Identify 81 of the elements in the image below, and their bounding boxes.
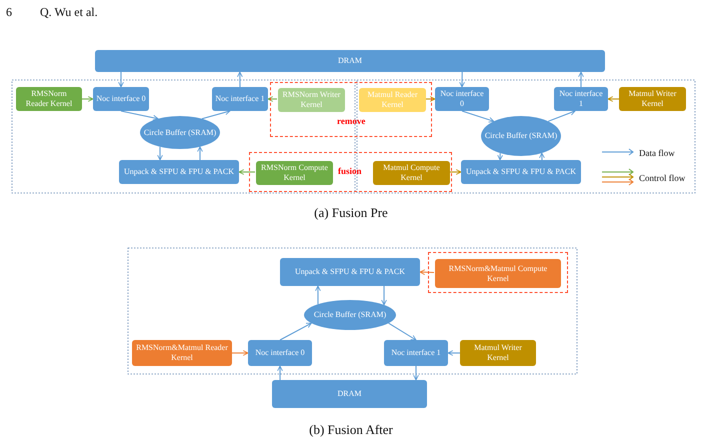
node-label: Unpack & SFPU & FPU & PACK <box>295 267 405 277</box>
page-number: 6 <box>6 5 12 20</box>
node-label: DRAM <box>338 56 362 66</box>
running-header: Q. Wu et al. <box>40 5 98 20</box>
node-label: DRAM <box>337 389 362 399</box>
arrow <box>388 322 416 340</box>
process-box <box>278 88 345 112</box>
node-label: RMSNorm&Matmul Compute Kernel <box>448 264 548 284</box>
arrow <box>420 269 434 275</box>
node-label: Unpack & SFPU & FPU & PACK <box>124 167 234 177</box>
figure-caption: (b) Fusion After <box>309 422 393 438</box>
process-box <box>359 88 426 112</box>
node-label: Unpack & SFPU & FPU & PACK <box>466 167 576 177</box>
node-label: RMSNorm&Matmul Reader Kernel <box>135 343 229 363</box>
arrow <box>82 96 94 102</box>
arrow <box>118 72 124 88</box>
process-box <box>280 258 420 286</box>
process-box <box>93 87 149 111</box>
process-box <box>95 50 605 72</box>
dashed-group-box <box>428 252 568 293</box>
node-label: Noc interface 1 <box>391 348 441 358</box>
node-label: Circle Buffer (SRAM) <box>314 310 386 320</box>
dashed-group-box <box>249 152 452 192</box>
node-label: Matmul Writer Kernel <box>628 89 678 109</box>
process-box <box>619 87 686 111</box>
arrow <box>315 286 321 305</box>
buffer-ellipse <box>304 300 396 330</box>
process-box <box>212 87 268 111</box>
process-box <box>16 87 82 111</box>
process-box <box>384 340 448 366</box>
node-label: RMSNorm Writer Kernel <box>282 90 342 110</box>
node-label: RMSNorm Compute Kernel <box>260 163 329 183</box>
arrow <box>277 366 283 380</box>
node-label: Matmul Writer Kernel <box>473 343 523 363</box>
node-label: Noc interface 0 <box>255 348 305 358</box>
arrow <box>539 152 545 160</box>
arrow <box>232 350 248 356</box>
node-label: Matmul Compute Kernel <box>382 163 441 183</box>
node-label: RMSNorm Reader Kernel <box>24 89 74 109</box>
arrow <box>608 96 620 102</box>
arrow <box>448 350 460 356</box>
arrow <box>578 72 584 88</box>
arrow <box>238 169 256 175</box>
process-box <box>461 160 581 184</box>
node-label: Noc interface 1 <box>215 94 265 104</box>
arrow <box>448 169 462 175</box>
process-box <box>256 161 333 185</box>
process-box <box>435 259 561 288</box>
arrow <box>268 96 278 102</box>
dashed-group-box <box>270 82 432 137</box>
process-box <box>554 87 608 111</box>
process-box <box>248 340 312 366</box>
arrow <box>381 286 387 306</box>
arrow <box>120 110 158 120</box>
legend-label: Data flow <box>639 148 675 158</box>
arrow <box>280 322 312 340</box>
node-label: Circle Buffer (SRAM) <box>144 128 216 138</box>
arrow <box>548 110 576 122</box>
arrow <box>237 72 243 88</box>
group-label: remove <box>337 116 366 126</box>
process-box <box>373 161 450 185</box>
process-box <box>272 380 427 408</box>
arrow <box>424 96 436 102</box>
figure-caption: (a) Fusion Pre <box>314 205 388 221</box>
node-label: Noc interface 1 <box>558 89 604 109</box>
node-label: Noc interface 0 <box>439 89 485 109</box>
arrow <box>413 366 419 380</box>
arrow <box>197 146 203 160</box>
group-label: fusion <box>338 166 362 176</box>
process-box <box>460 340 536 366</box>
arrow <box>462 110 494 123</box>
process-box <box>119 160 239 184</box>
arrow <box>202 110 230 120</box>
legend-label: Control flow <box>639 172 686 182</box>
arrow <box>459 72 465 88</box>
node-label: Matmul Reader Kernel <box>366 90 418 110</box>
arrow <box>157 146 163 160</box>
node-label: Circle Buffer (SRAM) <box>484 131 558 141</box>
arrow <box>497 152 503 160</box>
process-box <box>435 87 489 111</box>
node-label: Noc interface 0 <box>96 94 146 104</box>
